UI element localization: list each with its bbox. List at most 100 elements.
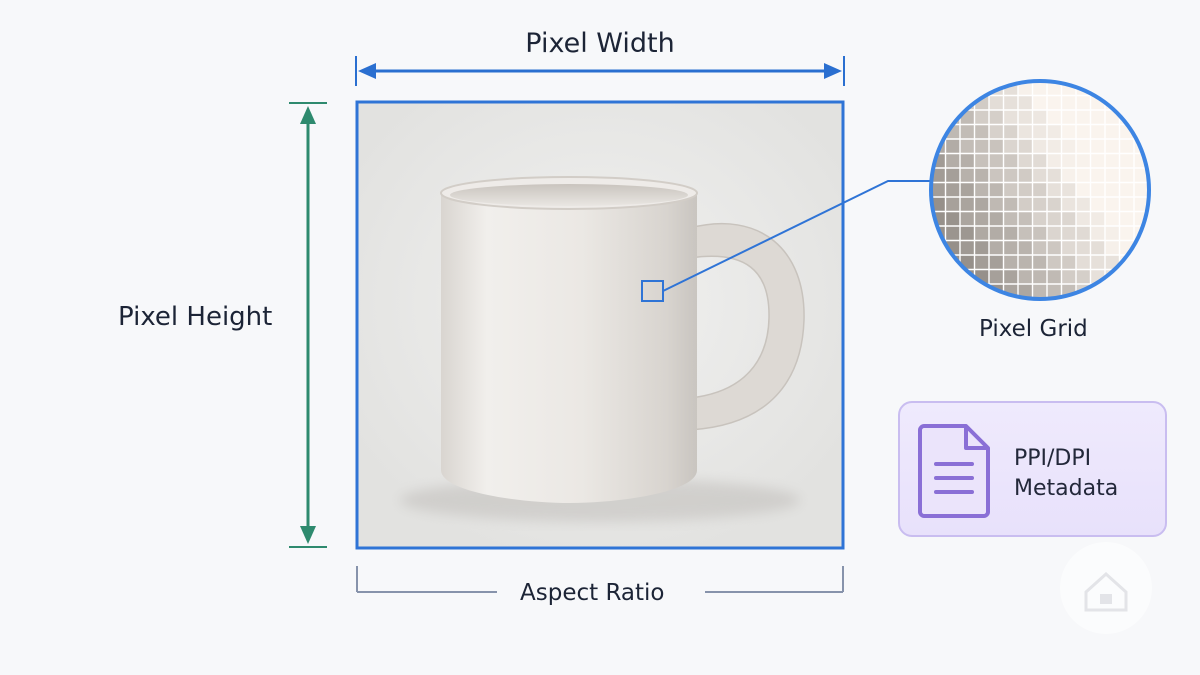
zoom-pixel-cell — [1003, 110, 1018, 125]
zoom-pixel-cell — [1148, 139, 1149, 154]
zoom-pixel-cell — [960, 153, 975, 168]
metadata-label-line2: Metadata — [1014, 476, 1119, 501]
zoom-pixel-cell — [1090, 197, 1105, 212]
zoom-pixel-cell — [945, 81, 960, 96]
zoom-pixel-cell — [989, 124, 1004, 139]
zoom-pixel-cell — [989, 240, 1004, 255]
zoom-pixel-cell — [974, 124, 989, 139]
zoom-pixel-cell — [1090, 110, 1105, 125]
zoom-pixel-cell — [931, 182, 946, 197]
zoom-pixel-cell — [1032, 110, 1047, 125]
zoom-pixel-cell — [1003, 269, 1018, 284]
zoom-pixel-cell — [1047, 182, 1062, 197]
zoom-pixel-cell — [1105, 182, 1120, 197]
photo-frame — [355, 100, 845, 550]
zoom-pixel-cell — [1134, 197, 1149, 212]
zoom-pixel-cell — [960, 240, 975, 255]
zoom-pixel-cell — [1018, 284, 1033, 299]
zoom-pixel-cell — [974, 226, 989, 241]
zoom-pixel-cell — [945, 95, 960, 110]
home-badge-icon — [1060, 542, 1152, 634]
zoom-pixel-cell — [1119, 95, 1134, 110]
zoom-pixel-cell — [1003, 153, 1018, 168]
zoom-pixel-cell — [1119, 168, 1134, 183]
mug-handle — [689, 223, 805, 431]
zoom-pixel-cell — [945, 298, 960, 299]
zoom-pixel-cell — [1119, 197, 1134, 212]
zoom-pixel-cell — [1119, 226, 1134, 241]
zoom-pixel-cell — [1076, 168, 1091, 183]
zoom-pixel-cell — [1018, 226, 1033, 241]
zoom-pixel-cell — [1003, 197, 1018, 212]
zoom-pixel-cell — [1076, 139, 1091, 154]
zoom-pixel-cell — [945, 284, 960, 299]
zoom-pixel-cell — [1061, 153, 1076, 168]
zoom-pixel-cell — [974, 182, 989, 197]
zoom-pixel-cell — [1032, 211, 1047, 226]
zoom-pixel-cell — [1061, 269, 1076, 284]
zoom-pixel-cell — [1090, 298, 1105, 299]
zoom-pixel-cell — [989, 269, 1004, 284]
pixel-width-arrow — [355, 56, 845, 86]
zoom-pixel-cell — [1032, 153, 1047, 168]
zoom-pixel-cell — [1076, 182, 1091, 197]
zoom-pixel-cell — [1134, 95, 1149, 110]
zoom-pixel-cell — [1105, 168, 1120, 183]
zoom-pixel-cell — [960, 124, 975, 139]
zoom-pixel-cell — [1018, 211, 1033, 226]
aspect-ratio-bracket — [356, 566, 844, 593]
zoom-pixel-cell — [1119, 211, 1134, 226]
zoom-pixel-cell — [989, 95, 1004, 110]
zoom-pixel-cell — [989, 226, 1004, 241]
zoom-pixel-cell — [1119, 81, 1134, 96]
zoom-pixel-cell — [931, 255, 946, 270]
zoom-pixel-cell — [1090, 211, 1105, 226]
zoom-pixel-cell — [1090, 226, 1105, 241]
zoom-pixel-cell — [931, 197, 946, 212]
zoom-pixel-cell — [1134, 81, 1149, 96]
zoom-pixel-cell — [1061, 168, 1076, 183]
zoom-pixel-cell — [989, 139, 1004, 154]
zoom-pixel-cell — [960, 182, 975, 197]
zoom-pixel-cell — [960, 211, 975, 226]
zoom-pixel-cell — [960, 197, 975, 212]
zoom-pixel-cell — [1003, 211, 1018, 226]
zoom-pixel-cell — [1003, 168, 1018, 183]
zoom-pixel-cell — [1061, 255, 1076, 270]
zoom-pixel-cell — [1018, 110, 1033, 125]
mug-body — [441, 195, 697, 503]
zoom-pixel-cell — [945, 211, 960, 226]
zoom-pixel-cell — [1134, 255, 1149, 270]
zoom-pixel-cell — [1061, 95, 1076, 110]
zoom-pixel-cell — [1047, 197, 1062, 212]
zoom-pixel-cell — [960, 298, 975, 299]
zoom-pixel-cell — [1076, 153, 1091, 168]
zoom-pixel-cell — [1003, 139, 1018, 154]
zoom-pixel-cell — [1119, 269, 1134, 284]
document-icon — [918, 424, 990, 518]
zoom-pixel-cell — [1032, 168, 1047, 183]
zoom-pixel-cell — [945, 197, 960, 212]
zoom-pixel-cell — [1047, 269, 1062, 284]
zoom-pixel-cell — [1003, 226, 1018, 241]
zoom-pixel-cell — [1119, 298, 1134, 299]
zoom-pixel-cell — [974, 211, 989, 226]
zoom-pixel-cell — [974, 153, 989, 168]
zoom-pixel-cell — [945, 139, 960, 154]
zoom-pixel-cell — [1003, 255, 1018, 270]
zoom-pixel-cell — [931, 110, 946, 125]
zoom-pixel-cell — [1090, 255, 1105, 270]
zoom-pixel-cell — [1032, 182, 1047, 197]
zoom-pixel-cell — [989, 153, 1004, 168]
zoom-pixel-cell — [1134, 110, 1149, 125]
zoom-pixel-cell — [1032, 95, 1047, 110]
zoom-pixel-cell — [1105, 81, 1120, 96]
zoom-pixel-cell — [931, 95, 946, 110]
zoom-pixel-cell — [1076, 197, 1091, 212]
zoom-pixel-cell — [1003, 182, 1018, 197]
zoom-pixel-cell — [1032, 197, 1047, 212]
pixel-grid-label: Pixel Grid — [979, 316, 1088, 342]
zoom-pixel-cell — [1047, 81, 1062, 96]
zoom-pixel-cell — [1134, 269, 1149, 284]
zoom-pixel-cell — [1018, 153, 1033, 168]
